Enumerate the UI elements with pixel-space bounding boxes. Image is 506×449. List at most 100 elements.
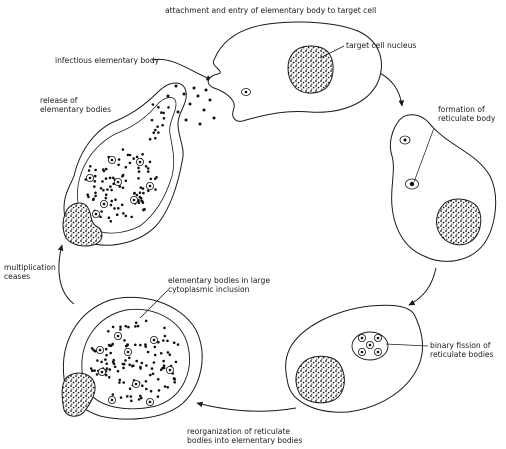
elementary-body-dot [166, 94, 170, 98]
reticulate-body-core [148, 184, 152, 188]
elementary-body-dot [130, 399, 133, 403]
elementary-body-dot [141, 384, 144, 388]
elementary-body-dot [140, 361, 144, 365]
leader-binary-fission [385, 343, 429, 347]
elementary-body-dot [139, 186, 143, 189]
elementary-body-dot [163, 326, 166, 330]
elementary-body-dot [118, 185, 122, 188]
elementary-body-dot [92, 198, 95, 202]
elementary-body-dot [117, 207, 120, 210]
elementary-body-dot [113, 365, 117, 369]
elementary-body-dot [198, 122, 202, 126]
generated-bodies [84, 84, 382, 406]
label-target-cell-nucleus: target cell nucleus [346, 41, 417, 50]
reticulate-body-core [102, 202, 106, 206]
elementary-body-dot [138, 191, 142, 194]
elementary-body-dot [106, 188, 109, 191]
elementary-body-dot [122, 381, 125, 384]
elementary-body-dot [202, 108, 206, 112]
elementary-body-dot [102, 188, 105, 192]
elementary-body-dot [192, 86, 196, 90]
elementary-body-dot [156, 378, 160, 381]
elementary-body-dot [139, 394, 142, 398]
releasing-inclusion [77, 97, 177, 234]
elementary-body-dot [140, 396, 143, 400]
elementary-body-dot [149, 177, 153, 181]
elementary-body-dot [144, 345, 147, 348]
elementary-body-dot [134, 343, 137, 347]
arrow-infectious-body [151, 58, 213, 81]
arrow-multiplication-ceases [57, 244, 75, 305]
elementary-body-dot [212, 116, 216, 120]
elementary-body-dot [154, 128, 157, 132]
elementary-body-dot [176, 343, 180, 346]
elementary-body-dot [124, 359, 127, 362]
elementary-body-dot [137, 166, 140, 170]
elementary-body-dot [154, 136, 157, 140]
elementary-body-dot [121, 186, 125, 190]
elementary-body-dot [172, 341, 176, 345]
elementary-body-dot [159, 352, 163, 355]
elementary-body-dot [124, 179, 128, 183]
elementary-body-dot [161, 366, 164, 370]
elementary-body-dot [107, 376, 111, 379]
reticulate-body-core [94, 212, 98, 216]
elementary-body-dot [141, 200, 144, 203]
elementary-body-dot [145, 364, 148, 367]
elementary-body-dot [104, 167, 108, 171]
reticulate-body-core [126, 350, 130, 354]
elementary-body-dot [162, 339, 165, 342]
elementary-body-dot [135, 155, 139, 159]
arrow-to-reorganization [196, 401, 297, 412]
elementary-body-dot [153, 345, 157, 349]
elementary-body-dot [184, 118, 188, 122]
reticulate-body-core [110, 398, 114, 402]
elementary-body-dot [153, 353, 157, 357]
reticulate-body-core [148, 400, 152, 404]
elementary-body-dot [124, 165, 128, 169]
elementary-body-dot [146, 350, 150, 354]
elementary-body-dot [109, 203, 113, 207]
elementary-body-dot [104, 347, 108, 351]
elementary-body-dot [151, 103, 155, 106]
elementary-body-dot [117, 158, 121, 161]
elementary-body-dot [208, 98, 212, 102]
elementary-body-dot [146, 167, 150, 170]
label-release: release of elementary bodies [40, 96, 112, 114]
label-infectious-elementary-body: infectious elementary body [55, 56, 160, 65]
elementary-body-dot [134, 325, 137, 328]
reticulate-body-core [98, 348, 102, 352]
elementary-body-dot [104, 358, 107, 361]
elementary-body-dot [134, 321, 138, 325]
elementary-body-dot [93, 174, 97, 178]
elementary-body-dot [107, 343, 111, 347]
elementary-body-dot [132, 157, 135, 160]
elementary-body-dot [172, 377, 176, 380]
elementary-body-dot [110, 199, 113, 203]
label-attachment-entry: attachment and entry of elementary body … [165, 6, 377, 15]
elementary-body-dot [166, 339, 169, 343]
elementary-body-dot [109, 185, 112, 188]
elementary-body-dot [147, 189, 150, 193]
elementary-body-dot [163, 385, 167, 388]
elementary-body-dot [161, 123, 164, 127]
elementary-body-dot [105, 353, 108, 357]
elementary-body-dot [150, 118, 154, 122]
elementary-body-dot [122, 362, 126, 366]
elementary-body-dot [100, 210, 103, 213]
elementary-body-dot [121, 173, 125, 177]
elementary-body-dot [109, 351, 112, 355]
elementary-body-dot [96, 359, 99, 362]
elementary-body-dot [105, 367, 109, 370]
elementary-body-dot [104, 196, 108, 200]
elementary-body-dot [128, 363, 131, 367]
elementary-body-dot [157, 106, 160, 109]
elementary-body-dot [166, 386, 169, 389]
elementary-body-dot [118, 378, 122, 382]
reticulate-body-core [138, 160, 142, 164]
large-cytoplasmic-inclusion [81, 308, 190, 410]
elementary-body-dot [123, 339, 126, 342]
elementary-body-dot [141, 152, 144, 156]
elementary-body-dot [104, 193, 108, 196]
